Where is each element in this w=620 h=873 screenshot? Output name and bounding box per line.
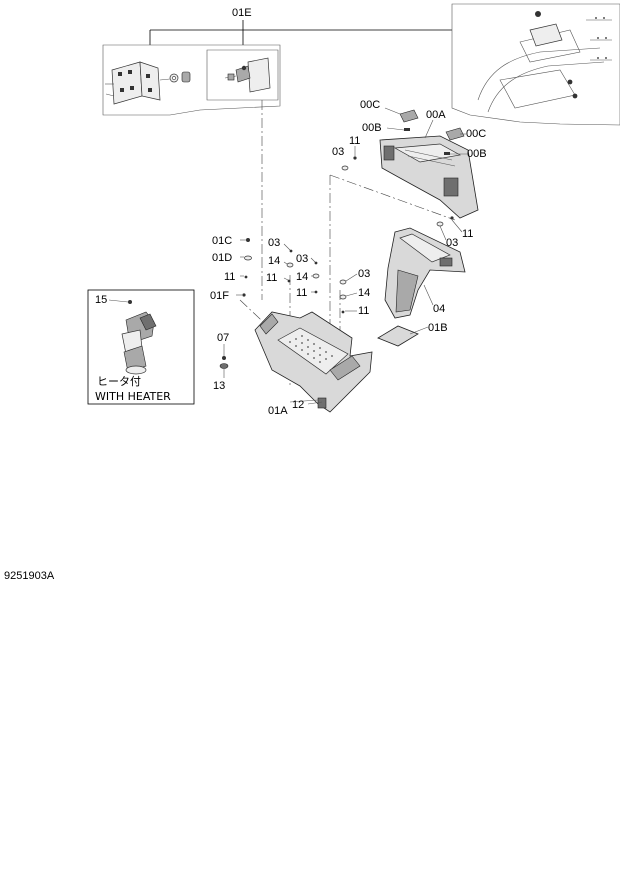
label-01C: 01C	[212, 235, 232, 247]
label-11-mid: 11	[266, 272, 277, 284]
center-hardware	[242, 238, 347, 314]
label-11-left: 11	[224, 271, 235, 283]
label-03-mid2: 03	[296, 253, 308, 265]
label-14-center: 14	[358, 287, 370, 299]
label-15: 15	[95, 294, 107, 306]
label-11-top: 11	[349, 135, 360, 147]
heater-duct	[121, 311, 157, 375]
heater-inset: 15 ヒータ付 WITH HEATER	[87, 289, 195, 405]
label-14-mid2: 14	[296, 271, 308, 283]
cover-01B	[377, 325, 419, 347]
label-00B-right: 00B	[467, 148, 487, 160]
label-11-center: 11	[358, 305, 369, 317]
label-03-right: 03	[446, 237, 458, 249]
label-03-center: 03	[358, 268, 370, 280]
label-00C-right: 00C	[466, 128, 486, 140]
label-11-mid2: 11	[296, 287, 307, 299]
label-00A: 00A	[426, 109, 446, 121]
duct-04	[384, 227, 466, 319]
label-14-mid: 14	[268, 255, 280, 267]
label-07: 07	[217, 332, 229, 344]
washer-and-bolt	[159, 71, 191, 83]
label-12: 12	[292, 399, 304, 411]
label-01F: 01F	[210, 290, 229, 302]
label-11-right: 11	[462, 228, 473, 240]
label-13: 13	[213, 380, 225, 392]
part-labels: 00C 00A 00B 11 03 00C 00B 11 03 01C 01D …	[210, 99, 487, 417]
caption-jp: ヒータ付	[97, 375, 141, 388]
leader-lines	[223, 107, 467, 405]
label-01E: 01E	[232, 7, 252, 19]
label-04: 04	[433, 303, 445, 315]
rear-panel-00A	[341, 109, 479, 227]
header-callout-01E: 01E	[149, 7, 452, 45]
label-03-mid: 03	[268, 237, 280, 249]
label-01D: 01D	[212, 252, 232, 264]
label-01B: 01B	[428, 322, 448, 334]
cab-context-view	[451, 3, 620, 126]
bracket-detail-box	[102, 44, 281, 116]
mount-bracket	[224, 57, 271, 93]
label-00C-top: 00C	[360, 99, 380, 111]
hinge-bracket	[105, 61, 161, 105]
label-00B-top: 00B	[362, 122, 382, 134]
caption-en: WITH HEATER	[95, 390, 171, 403]
label-01A: 01A	[268, 405, 288, 417]
drawing-number: 9251903A	[4, 570, 55, 582]
label-03-top: 03	[332, 146, 344, 158]
floor-tray-01A	[219, 311, 373, 413]
